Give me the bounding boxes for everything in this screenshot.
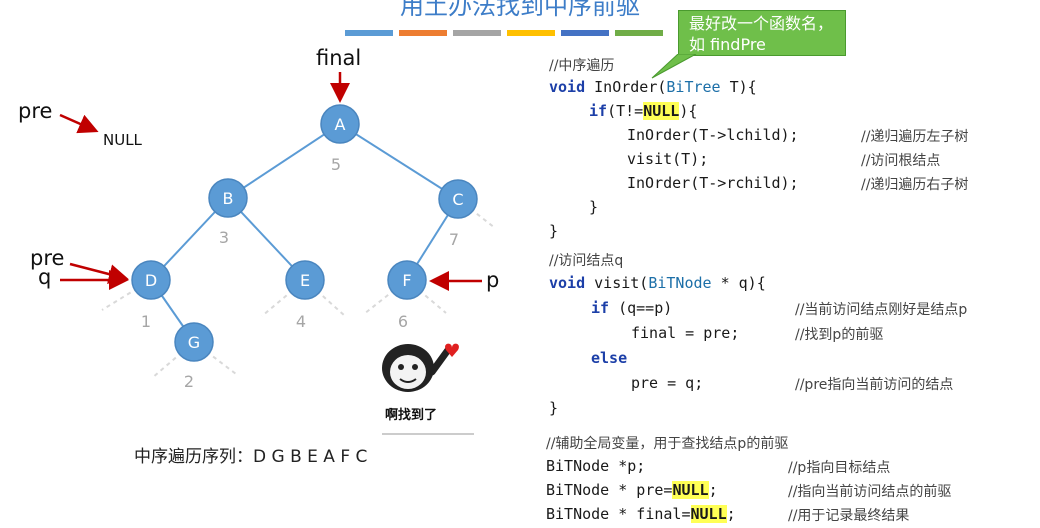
node-label: E — [300, 271, 310, 290]
title-bar-segment — [615, 30, 663, 36]
node-label: C — [452, 190, 463, 209]
node-order: 7 — [449, 230, 459, 249]
node-label: D — [145, 271, 157, 290]
heart-icon — [445, 343, 459, 357]
code-comment: //递归遍历左子树 — [861, 129, 969, 145]
code-line: if(T!=NULL){ — [589, 102, 698, 120]
null-label: NULL — [103, 131, 143, 149]
title-bar-segment — [399, 30, 447, 36]
code-comment: //中序遍历 — [549, 58, 615, 74]
title-bar-segment — [453, 30, 501, 36]
pre-label-left: pre — [30, 246, 64, 270]
node-order: 3 — [219, 228, 229, 247]
pre-label-top: pre — [18, 99, 52, 123]
code-comment: //用于记录最终结果 — [788, 508, 910, 524]
code-comment: //递归遍历右子树 — [861, 177, 969, 193]
code-comment: //找到p的前驱 — [795, 327, 884, 343]
pre-arrow-left — [69, 262, 129, 284]
node-label: F — [402, 271, 411, 290]
node-D: D 1 — [131, 260, 171, 331]
code-line: } — [589, 198, 599, 216]
code-comment: //访问根结点 — [861, 153, 941, 169]
code-line: BiTNode * pre=NULL; — [546, 481, 718, 499]
code-comment: //访问结点q — [549, 253, 624, 269]
title-color-bar — [345, 30, 663, 36]
p-label: p — [486, 268, 499, 292]
inorder-sequence: 中序遍历序列：D G B E A F C — [134, 447, 368, 467]
panda-sticker — [382, 343, 474, 435]
code-line: } — [549, 399, 559, 417]
node-order: 1 — [141, 312, 151, 331]
node-B: B 3 — [208, 178, 248, 247]
slide-title: 用土办法找到中序前驱 — [400, 0, 640, 20]
code-line: void InOrder(BiTree T){ — [549, 78, 757, 96]
code-line: void visit(BiTNode * q){ — [549, 274, 766, 292]
node-label: A — [335, 115, 346, 134]
title-bar-segment — [345, 30, 393, 36]
node-C: C 7 — [438, 179, 478, 249]
bubble-tail — [651, 54, 697, 79]
code-line: else — [591, 349, 628, 367]
code-line: final = pre; — [631, 324, 740, 342]
code-comment: //辅助全局变量，用于查找结点p的前驱 — [546, 436, 789, 452]
code-line: visit(T); — [627, 150, 709, 168]
final-label: final — [316, 46, 361, 70]
node-order: 2 — [184, 372, 194, 391]
sticker-caption: 啊找到了 — [385, 408, 438, 423]
code-line: BiTNode *p; — [546, 457, 646, 475]
node-F: F 6 — [387, 260, 427, 331]
code-line: InOrder(T->rchild); — [627, 174, 799, 192]
node-A: A 5 — [320, 104, 360, 174]
node-order: 5 — [331, 155, 341, 174]
node-label: G — [188, 333, 200, 352]
code-line: BiTNode * final=NULL; — [546, 505, 736, 523]
code-line: pre = q; — [631, 374, 704, 392]
pre-arrow-top — [59, 113, 99, 134]
node-order: 4 — [296, 312, 306, 331]
node-E: E 4 — [285, 260, 325, 331]
tip-bubble: 最好改一个函数名，如 findPre — [678, 10, 846, 56]
node-label: B — [223, 189, 234, 208]
title-bar-segment — [507, 30, 555, 36]
code-comment: //当前访问结点刚好是结点p — [795, 302, 968, 318]
node-G: G 2 — [174, 322, 214, 391]
q-label: q — [38, 265, 51, 289]
code-comment: //指向当前访问结点的前驱 — [788, 484, 952, 500]
title-bar-segment — [561, 30, 609, 36]
code-line: if (q==p) — [591, 299, 673, 317]
code-comment: //pre指向当前访问的结点 — [795, 377, 954, 393]
tree-edges — [150, 123, 459, 343]
code-comment: //p指向目标结点 — [788, 460, 891, 476]
code-line: InOrder(T->lchild); — [627, 126, 799, 144]
node-order: 6 — [398, 312, 408, 331]
code-line: } — [549, 222, 559, 240]
